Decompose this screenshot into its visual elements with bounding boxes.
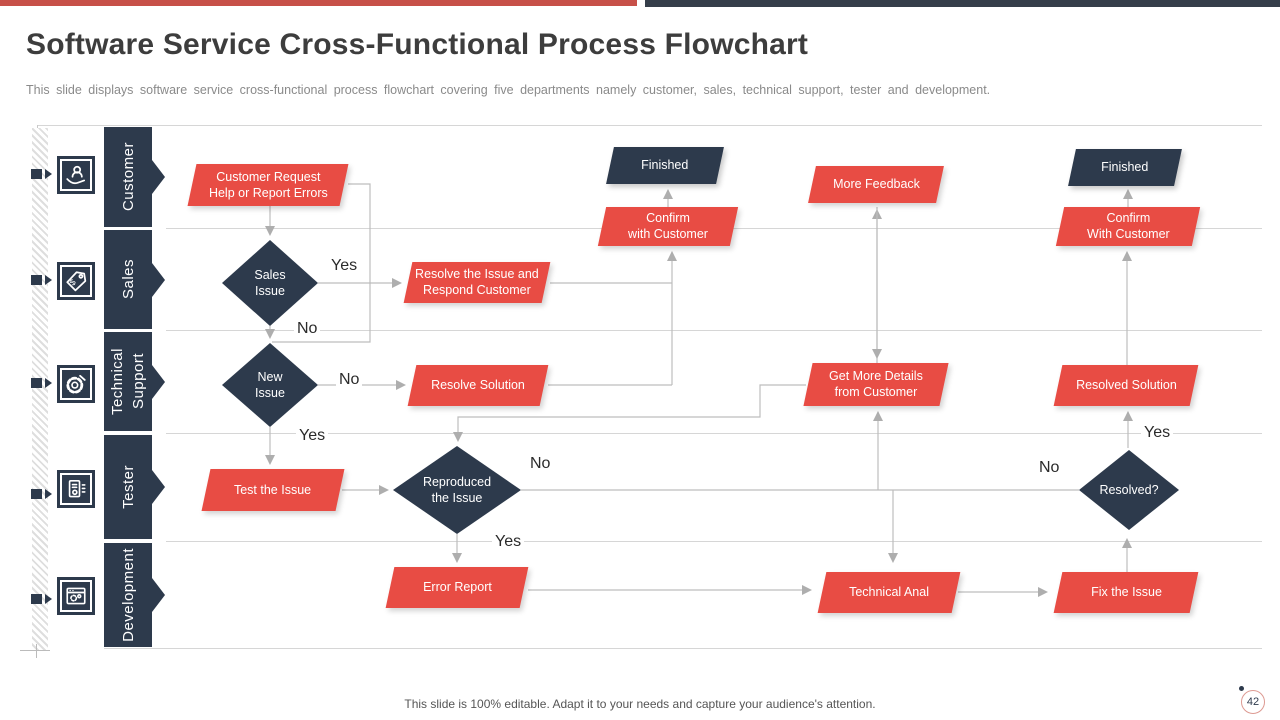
lane-divider (166, 541, 1262, 542)
flow-step-error-report: Error Report (385, 567, 529, 608)
svg-text:$: $ (67, 277, 77, 288)
flow-step-text: Technical Anal (849, 585, 929, 600)
lane-divider (166, 433, 1262, 434)
flow-step-text: Confirm With Customer (1086, 211, 1170, 242)
flow-step-more-feedback: More Feedback (808, 166, 944, 203)
top-accent-bar-red (0, 0, 637, 6)
lane-label: Technical Support (109, 347, 147, 416)
edge-label-no: No (527, 455, 554, 473)
flow-step-resolve-respond: Resolve the Issue and Respond Customer (403, 262, 551, 303)
technical-support-gear-icon (57, 365, 95, 403)
lane-label: Development (119, 548, 137, 642)
left-hatch-bar (32, 128, 48, 650)
page-number-dot (1239, 686, 1244, 691)
flow-step-confirm-with-customer-right: Confirm With Customer (1055, 207, 1201, 246)
flow-step-test-the-issue: Test the Issue (201, 469, 345, 511)
lane-label: Sales (119, 259, 137, 300)
edge-label-yes: Yes (296, 427, 329, 445)
flow-step-fix-the-issue: Fix the Issue (1053, 572, 1199, 613)
flow-step-text: Get More Details from Customer (829, 369, 923, 400)
lane-marker-square (31, 489, 42, 499)
flow-terminal-finished-left: Finished (606, 147, 724, 184)
edge-label-no: No (1036, 459, 1063, 477)
lane-marker-arrow-icon (45, 378, 52, 388)
lane-marker-arrow-icon (45, 489, 52, 499)
page-subtitle: This slide displays software service cro… (26, 83, 991, 97)
lane-marker-square (31, 594, 42, 604)
lane-marker-square (31, 169, 42, 179)
lane-header-tester: Tester (104, 435, 152, 539)
page-title: Software Service Cross-Functional Proces… (26, 28, 809, 61)
edge-label-yes: Yes (1141, 424, 1174, 442)
edge-label-no: No (336, 371, 363, 389)
flow-step-text: Confirm with Customer (628, 211, 708, 242)
flow-step-text: Resolve Solution (431, 378, 525, 393)
lane-marker-arrow-icon (45, 594, 52, 604)
edge-label-yes: Yes (492, 533, 525, 551)
flow-step-resolve-solution: Resolve Solution (407, 365, 549, 406)
lane-marker-arrow-icon (45, 169, 52, 179)
flow-step-resolved-solution: Resolved Solution (1053, 365, 1199, 406)
frame-top-line (38, 125, 1262, 126)
flow-terminal-finished-right: Finished (1068, 149, 1182, 186)
frame-bottom-line (104, 648, 1262, 649)
lane-header-technical-support: Technical Support (104, 332, 152, 431)
flow-step-text: Resolved? (1099, 482, 1159, 497)
flow-step-get-more-details: Get More Details from Customer (803, 363, 949, 406)
lane-marker-square (31, 275, 42, 285)
sales-tag-icon: $ (57, 262, 95, 300)
flow-step-text: Test the Issue (234, 482, 312, 497)
flow-step-technical-anal: Technical Anal (817, 572, 961, 613)
hatch-cross-h (20, 650, 50, 651)
lane-label: Customer (119, 142, 137, 212)
flow-step-customer-request: Customer Request Help or Report Errors (187, 164, 349, 206)
flow-step-text: More Feedback (832, 177, 920, 192)
lane-marker-square (31, 378, 42, 388)
edge-label-no: No (294, 320, 321, 338)
flow-step-text: Resolve the Issue and Respond Customer (415, 267, 539, 298)
flow-step-text: Finished (641, 158, 689, 173)
page-number-badge: 42 (1241, 690, 1265, 714)
flow-step-text: Error Report (422, 580, 492, 595)
lane-header-customer: Customer (104, 127, 152, 227)
development-window-icon (57, 577, 95, 615)
flow-step-confirm-with-customer-left: Confirm with Customer (597, 207, 739, 246)
flow-step-text: Resolved Solution (1075, 378, 1177, 393)
lane-marker-arrow-icon (45, 275, 52, 285)
lane-header-development: Development (104, 543, 152, 647)
edge-label-yes: Yes (328, 257, 361, 275)
flow-step-text: Finished (1101, 160, 1149, 175)
top-accent-bar-navy (645, 0, 1280, 7)
hatch-cross-v (36, 644, 37, 658)
flow-step-text: Reproduced the Issue (422, 474, 492, 505)
lane-header-sales: Sales (104, 230, 152, 329)
lane-label: Tester (119, 465, 137, 509)
tester-device-icon (57, 470, 95, 508)
flow-step-text: Sales Issue (254, 267, 286, 298)
flow-step-text: Fix the Issue (1090, 585, 1162, 600)
footer-note: This slide is 100% editable. Adapt it to… (404, 697, 876, 711)
flow-step-text: New Issue (255, 369, 285, 400)
lane-divider (166, 330, 1262, 331)
customer-support-icon (57, 156, 95, 194)
flow-step-text: Customer Request Help or Report Errors (208, 169, 328, 200)
